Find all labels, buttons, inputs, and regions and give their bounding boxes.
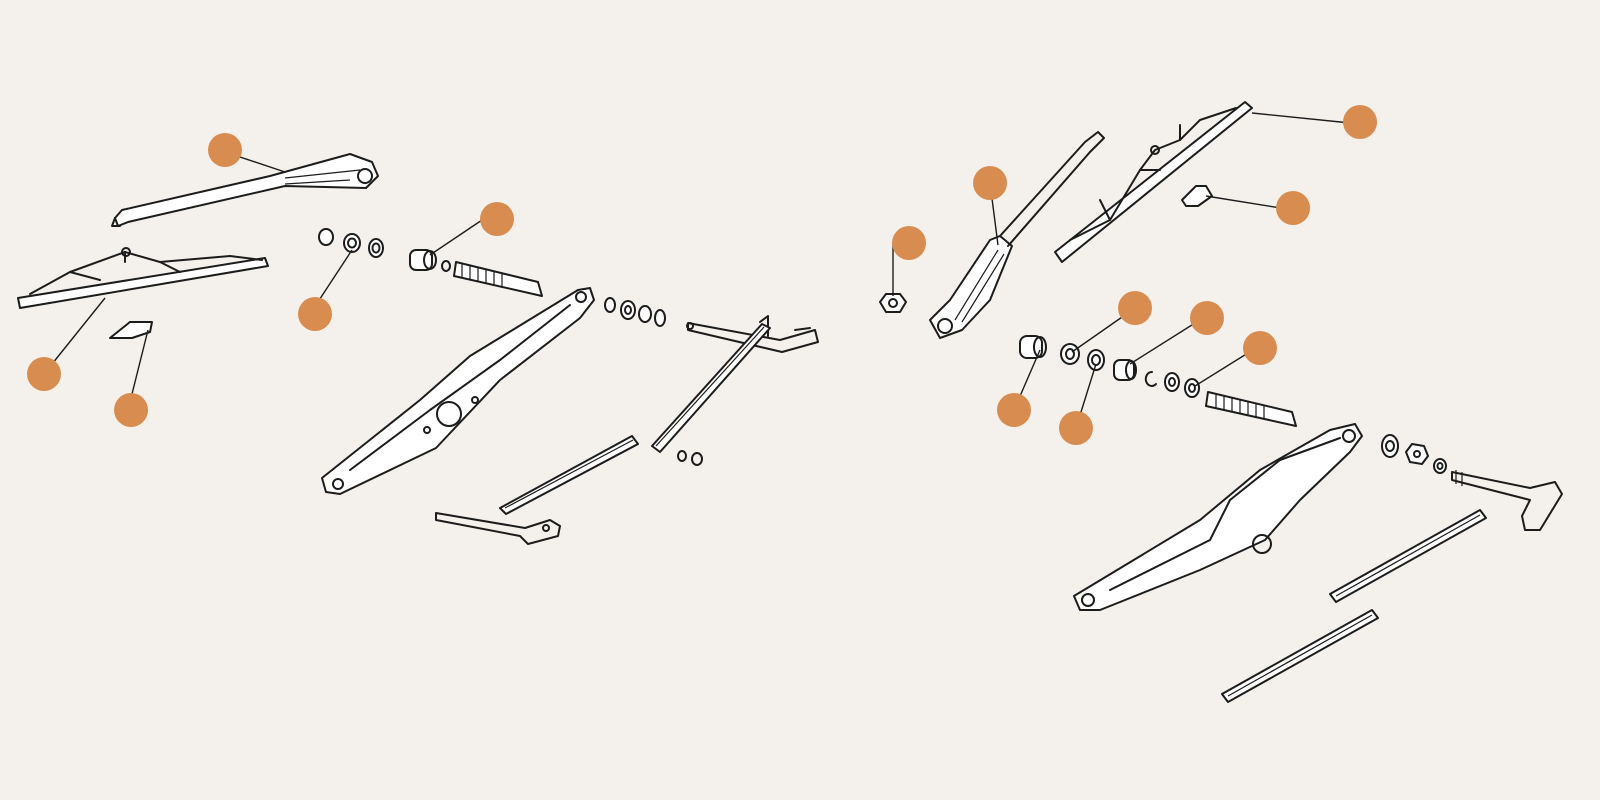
right-wiper-assembly <box>879 101 1563 703</box>
hotspot-spindle-washer-right[interactable] <box>1059 411 1093 445</box>
blade-clip-left <box>109 321 153 339</box>
washer-row-left <box>604 297 666 327</box>
blade-clip-right <box>1181 185 1213 207</box>
linkage-plate-left <box>321 287 595 495</box>
hotspot-wiper-blade-right[interactable] <box>1343 105 1377 139</box>
wiper-blade-left <box>17 247 269 309</box>
spindle-seal-right <box>1019 335 1047 359</box>
drive-link-lower-right <box>1221 609 1379 703</box>
hotspot-spindle-spacer-right[interactable] <box>1243 331 1277 365</box>
spindle-right <box>1205 391 1297 427</box>
wiper-arm-right <box>929 131 1105 339</box>
hotspot-spindle-bush-left[interactable] <box>480 202 514 236</box>
hotspot-spindle-nut-right[interactable] <box>1118 291 1152 325</box>
hotspot-blade-clip-right[interactable] <box>1276 191 1310 225</box>
linkage-plate-right <box>1073 423 1363 611</box>
hotspot-wiper-arm-left[interactable] <box>208 133 242 167</box>
spindle-washers-left <box>318 228 384 258</box>
drive-link-long-left <box>651 323 771 453</box>
hotspot-spindle-seal-right[interactable] <box>1190 301 1224 335</box>
hotspot-blade-clip-left[interactable] <box>114 393 148 427</box>
hotspot-wiper-blade-left[interactable] <box>27 357 61 391</box>
hotspot-spindle-washers-left[interactable] <box>298 297 332 331</box>
spindle-nut-right <box>1060 343 1080 365</box>
spindle-small-washers-right <box>1144 370 1200 398</box>
spindle-spacer-right <box>1113 359 1137 381</box>
spindle-left <box>453 261 543 297</box>
drive-link-short-left <box>499 435 639 515</box>
hotspot-wiper-arm-right[interactable] <box>973 166 1007 200</box>
drive-link-upper-right <box>1329 509 1487 603</box>
washer-pair-left <box>677 450 703 466</box>
left-wiper-assembly <box>17 153 819 545</box>
spindle-bush-left <box>409 249 451 272</box>
hotspot-arm-nut-right[interactable] <box>892 226 926 260</box>
hotspot-markers <box>27 105 1377 445</box>
hotspot-spindle-bush-right[interactable] <box>997 393 1031 427</box>
wiper-arm-left <box>111 153 379 227</box>
arm-nut-right <box>879 293 907 313</box>
washer-row-right <box>1381 434 1447 474</box>
spindle-washer-right <box>1087 349 1105 371</box>
crank-rod-lower-left <box>435 512 561 545</box>
crank-rod-right <box>1451 470 1563 531</box>
wiper-blade-right <box>1054 101 1253 263</box>
